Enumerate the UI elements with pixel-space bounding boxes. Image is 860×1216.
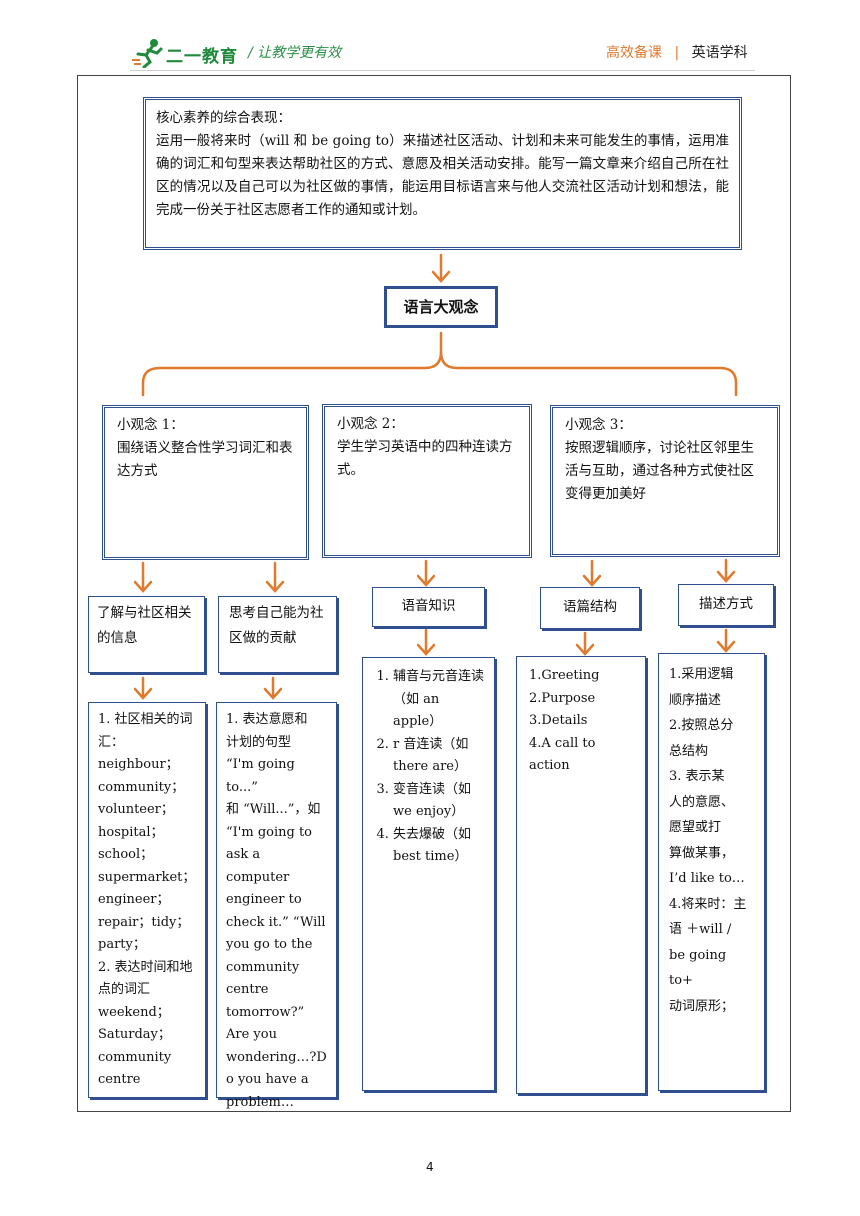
small-idea-2-title: 小观念 2： — [337, 416, 404, 432]
detail-line: 愿望或打 — [669, 820, 722, 835]
header-primary: 高效备课 — [606, 45, 662, 61]
level3-5-label: 描述方式 — [699, 596, 753, 612]
level3-4-label: 语篇结构 — [563, 599, 617, 615]
small-idea-3-title: 小观念 3： — [565, 417, 632, 433]
level3-2: 思考自己能为社区做的贡献 — [218, 596, 337, 673]
detail-line: 和 “Will...”，如 — [226, 802, 321, 817]
big-idea-label: 语言大观念 — [403, 298, 479, 316]
detail-line: community — [98, 1049, 172, 1065]
content-frame — [77, 75, 791, 1112]
detail-col-5: 1.采用逻辑顺序描述 2.按照总分总结构 3. 表示某人的意愿、愿望或打算做某事， I… — [658, 653, 765, 1091]
detail-line: o you have a — [226, 1072, 309, 1087]
detail-line: party； — [98, 937, 146, 952]
detail-line: 3. 表示某 — [669, 769, 725, 784]
detail-line: I’d like to… — [669, 871, 745, 886]
detail-line: 4.A call to action — [529, 735, 596, 774]
small-idea-3: 小观念 3： 按照逻辑顺序，讨论社区邻里生活与互助，通过各种方式使社区变得更加美… — [550, 405, 780, 557]
detail-line: ask a computer — [226, 847, 290, 885]
detail-line: you go to the — [226, 937, 313, 952]
runner-logo-icon — [132, 39, 163, 68]
detail-col-4: 1.Greeting 2.Purpose 3.Details 4.A call to … — [516, 656, 646, 1094]
small-idea-2-body: 学生学习英语中的四种连读方式。 — [337, 439, 513, 478]
header-right: 高效备课 | 英语学科 — [606, 42, 748, 62]
detail-line: 失去爆破（如 best time） — [393, 824, 484, 869]
level3-1: 了解与社区相关的信息 — [88, 596, 205, 673]
detail-col-4-list: 1.Greeting 2.Purpose 3.Details 4.A call to … — [529, 665, 633, 778]
header-divider: | — [674, 45, 680, 61]
header: 二一教育 / 让教学更有效 高效备课 | 英语学科 — [0, 0, 860, 75]
detail-line: 2.Purpose — [529, 690, 596, 706]
level3-2-label: 思考自己能为社区做的贡献 — [229, 605, 324, 646]
detail-col-1: 1. 社区相关的词汇： neighbour； community； volunteer… — [88, 702, 206, 1098]
big-idea-box: 语言大观念 — [384, 286, 498, 328]
detail-col-5-list: 1.采用逻辑顺序描述 2.按照总分总结构 3. 表示某人的意愿、愿望或打算做某事， I… — [669, 662, 754, 1019]
detail-col-1-list: 1. 社区相关的词汇： neighbour； community； volunteer… — [98, 709, 196, 1092]
level3-3-label: 语音知识 — [401, 598, 456, 614]
detail-line: hospital； — [98, 824, 164, 840]
logo-text: 二一教育 — [166, 47, 238, 67]
core-title: 核心素养的综合表现： — [156, 110, 291, 126]
detail-line: 变音连读（如 we enjoy） — [393, 779, 484, 824]
level3-1-label: 了解与社区相关的信息 — [97, 605, 192, 646]
level3-4: 语篇结构 — [540, 587, 640, 629]
detail-line: 语 ＋will / — [669, 922, 732, 937]
header-line — [130, 70, 755, 71]
detail-line: Saturday； — [98, 1027, 171, 1042]
detail-line: weekend； — [98, 1004, 170, 1020]
detail-line: 算做某事， — [669, 845, 735, 861]
detail-line: supermarket； — [98, 869, 196, 885]
detail-line: 1.采用逻辑 — [669, 667, 734, 682]
detail-line: 1.Greeting — [529, 668, 600, 683]
detail-line: repair；tidy； — [98, 914, 190, 930]
level3-3: 语音知识 — [372, 587, 485, 627]
detail-line: r 音连读（如 there are） — [393, 734, 484, 779]
detail-line: Are you — [226, 1027, 277, 1042]
detail-col-2: 1. 表达意愿和计划的句型 “I'm going to...” 和 “Will...… — [216, 702, 337, 1110]
small-idea-1: 小观念 1： 围绕语义整合性学习词汇和表达方式 — [102, 405, 309, 560]
small-idea-1-title: 小观念 1： — [117, 417, 184, 433]
detail-line: 人的意愿、 — [669, 794, 735, 810]
detail-line: volunteer； — [98, 802, 174, 817]
detail-line: 4.将来时：主 — [669, 896, 747, 912]
detail-col-3-list: 辅音与元音连读（如 an apple）r 音连读（如 there are）变音连… — [371, 666, 484, 869]
detail-line: community； — [98, 779, 185, 795]
core-body: 运用一般将来时（will 和 be going to）来描述社区活动、计划和未来… — [156, 133, 729, 218]
detail-line: neighbour； — [98, 757, 179, 772]
detail-line: 3.Details — [529, 713, 588, 728]
detail-line: 计划的句型 — [226, 734, 292, 750]
small-idea-2: 小观念 2： 学生学习英语中的四种连读方式。 — [322, 404, 532, 558]
detail-line: 顺序描述 — [669, 692, 722, 708]
detail-line: “I'm going to — [226, 824, 312, 840]
detail-line: tomorrow?” — [226, 1004, 305, 1020]
detail-line: wondering…?D — [226, 1049, 327, 1065]
detail-line: 总结构 — [669, 743, 709, 759]
header-secondary: 英语学科 — [691, 45, 748, 61]
small-idea-1-body: 围绕语义整合性学习词汇和表达方式 — [117, 440, 293, 479]
detail-line: be going to+ — [669, 947, 727, 989]
detail-line: engineer to — [226, 892, 302, 907]
core-literacy-box: 核心素养的综合表现： 运用一般将来时（will 和 be going to）来描… — [143, 97, 742, 250]
detail-line: 2. 表达时间和地点的词汇 — [98, 959, 193, 998]
detail-line: 辅音与元音连读（如 an apple） — [393, 666, 484, 734]
slogan: / 让教学更有效 — [248, 45, 342, 61]
page-number: 4 — [426, 1160, 434, 1174]
detail-line: “I'm going to...” — [226, 757, 295, 795]
detail-line: 2.按照总分 — [669, 718, 734, 733]
level3-5: 描述方式 — [678, 584, 774, 626]
detail-col-3: 辅音与元音连读（如 an apple）r 音连读（如 there are）变音连… — [362, 657, 495, 1091]
connectors — [133, 253, 738, 700]
detail-line: centre — [98, 1072, 141, 1087]
detail-line: community — [226, 959, 300, 975]
detail-line: centre — [226, 982, 269, 997]
detail-line: check it.” “Will — [226, 914, 326, 930]
detail-col-2-list: 1. 表达意愿和计划的句型 “I'm going to...” 和 “Will...… — [226, 709, 327, 1114]
detail-line: problem… — [226, 1094, 294, 1110]
small-idea-3-body: 按照逻辑顺序，讨论社区邻里生活与互助，通过各种方式使社区变得更加美好 — [565, 440, 754, 502]
detail-line: 1. 社区相关的词汇： — [98, 712, 193, 750]
detail-line: 1. 表达意愿和 — [226, 712, 308, 727]
detail-line: 动词原形； — [669, 998, 735, 1014]
detail-line: engineer； — [98, 892, 170, 907]
detail-line: school； — [98, 847, 154, 862]
